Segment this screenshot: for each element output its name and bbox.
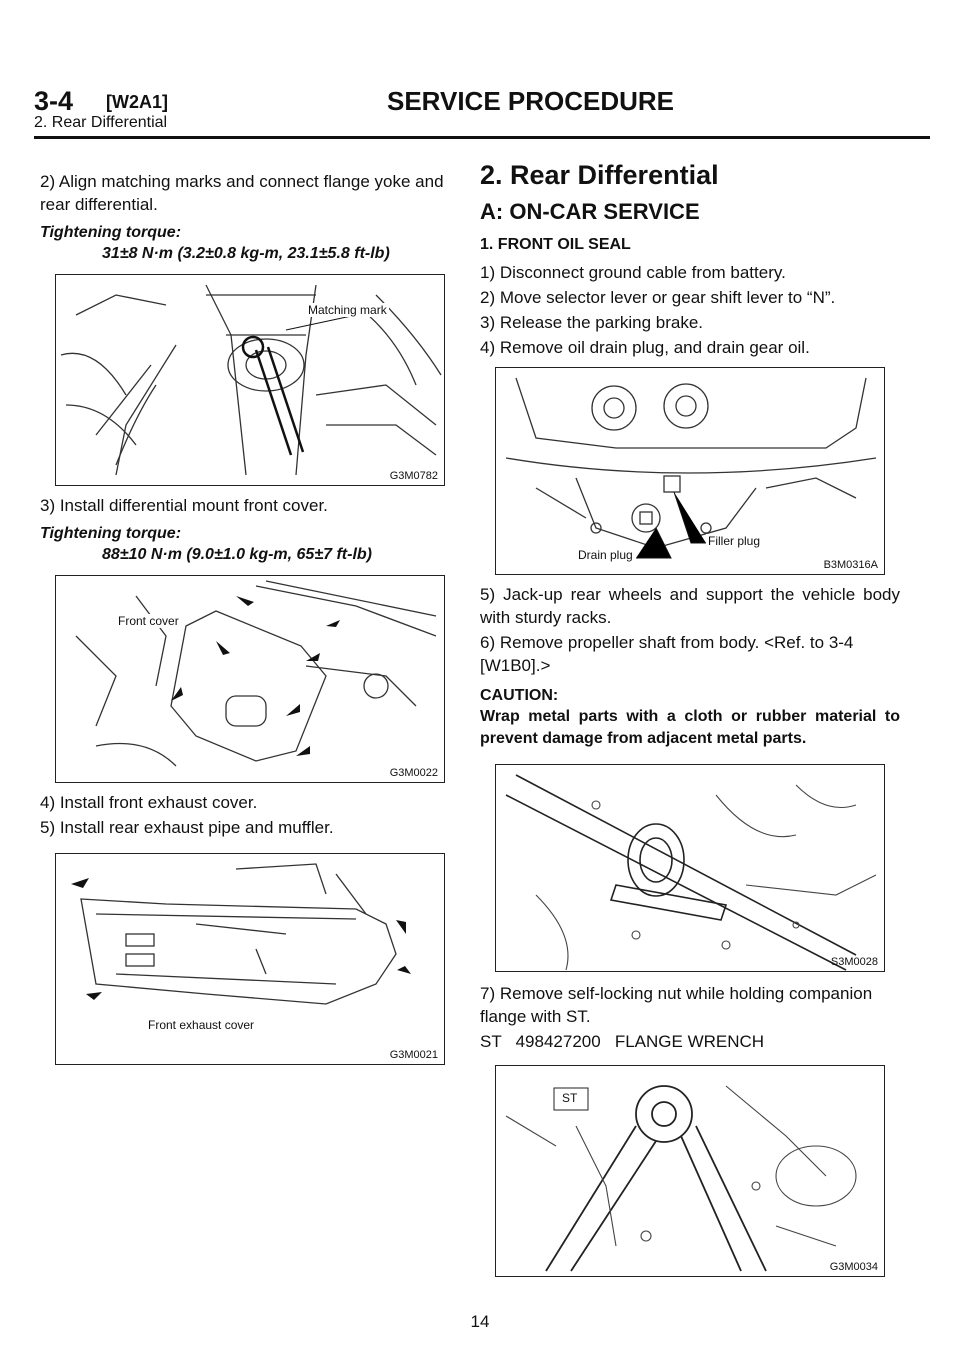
label-special-tool: ST: [562, 1091, 578, 1105]
section-number: 3-4: [34, 86, 74, 116]
page-header: 3-4 [W2A1] SERVICE PROCEDURE 2. Rear Dif…: [34, 86, 930, 142]
step-5-install-exhaust-pipe: 5) Install rear exhaust pipe and muffler…: [40, 818, 334, 837]
step-5-jack-up: 5) Jack-up rear wheels and support the v…: [480, 585, 900, 627]
page-number: 14: [470, 1312, 490, 1331]
caution-text: Wrap metal parts with a cloth or rubber …: [480, 708, 900, 747]
header-rule: [34, 136, 930, 139]
figure-code-4: B3M0316A: [823, 559, 878, 571]
special-tool-line: ST 498427200 FLANGE WRENCH: [480, 1032, 765, 1051]
torque-heading-1: Tightening torque:: [40, 224, 182, 241]
step-3-install-mount-cover: 3) Install differential mount front cove…: [40, 496, 328, 515]
page-title: SERVICE PROCEDURE: [387, 86, 675, 116]
figure-code-6: G3M0034: [829, 1261, 878, 1273]
figure-front-cover: Front cover G3M0022: [55, 575, 445, 783]
page-subtitle: 2. Rear Differential: [34, 114, 168, 131]
step-1-disconnect: 1) Disconnect ground cable from battery.: [480, 263, 786, 282]
label-filler-plug: Filler plug: [706, 534, 763, 548]
figure-propeller-shaft: S3M0028: [495, 764, 885, 972]
figure-flange-wrench-drawing: [505, 1085, 857, 1272]
figure-front-cover-drawing: [75, 580, 437, 767]
figure-flange-wrench: ST G3M0034: [495, 1065, 885, 1277]
torque-heading-2: Tightening torque:: [40, 525, 182, 542]
label-drain-plug: Drain plug: [576, 548, 635, 562]
figure-drain-plug: Drain plug Filler plug B3M0316A: [495, 367, 885, 575]
figure-code-2: G3M0022: [389, 767, 438, 779]
torque-value-1: 31±8 N·m (3.2±0.8 kg-m, 23.1±5.8 ft-lb): [102, 245, 390, 262]
figure-drain-plug-drawing: [505, 377, 877, 559]
step-2-selector: 2) Move selector lever or gear shift lev…: [480, 288, 836, 307]
step-7-remove-nut: 7) Remove self-locking nut while holding…: [480, 984, 873, 1026]
figure-front-exhaust-cover-drawing: [71, 863, 411, 1005]
step-2-align: 2) Align matching marks and connect flan…: [40, 172, 444, 214]
figure-matching-mark: Matching mark G3M0782: [55, 274, 445, 486]
label-front-cover: Front cover: [116, 614, 181, 628]
figure-propeller-shaft-drawing: [505, 774, 877, 971]
caution-heading: CAUTION:: [480, 687, 559, 704]
torque-value-2: 88±10 N·m (9.0±1.0 kg-m, 65±7 ft-lb): [102, 546, 372, 563]
label-matching-mark: Matching mark: [306, 303, 389, 317]
section-code: [W2A1]: [106, 92, 168, 112]
step-4-drain: 4) Remove oil drain plug, and drain gear…: [480, 338, 810, 357]
figure-code-1: G3M0782: [389, 470, 438, 482]
step-3-parking-brake: 3) Release the parking brake.: [480, 313, 704, 332]
step-6-remove-shaft: 6) Remove propeller shaft from body. <Re…: [480, 633, 854, 675]
left-column: 2) Align matching marks and connect flan…: [40, 170, 460, 1065]
step-4-install-exhaust-cover: 4) Install front exhaust cover.: [40, 793, 258, 812]
procedure-heading: 1. FRONT OIL SEAL: [480, 236, 631, 253]
label-front-exhaust-cover: Front exhaust cover: [146, 1018, 257, 1032]
subsection-heading: A: ON-CAR SERVICE: [480, 199, 700, 224]
figure-code-3: G3M0021: [389, 1049, 438, 1061]
right-column: 2. Rear Differential A: ON-CAR SERVICE 1…: [480, 158, 900, 1277]
figure-front-exhaust-cover: Front exhaust cover G3M0021: [55, 853, 445, 1065]
section-heading: 2. Rear Differential: [480, 160, 719, 190]
figure-code-5: S3M0028: [830, 956, 878, 968]
